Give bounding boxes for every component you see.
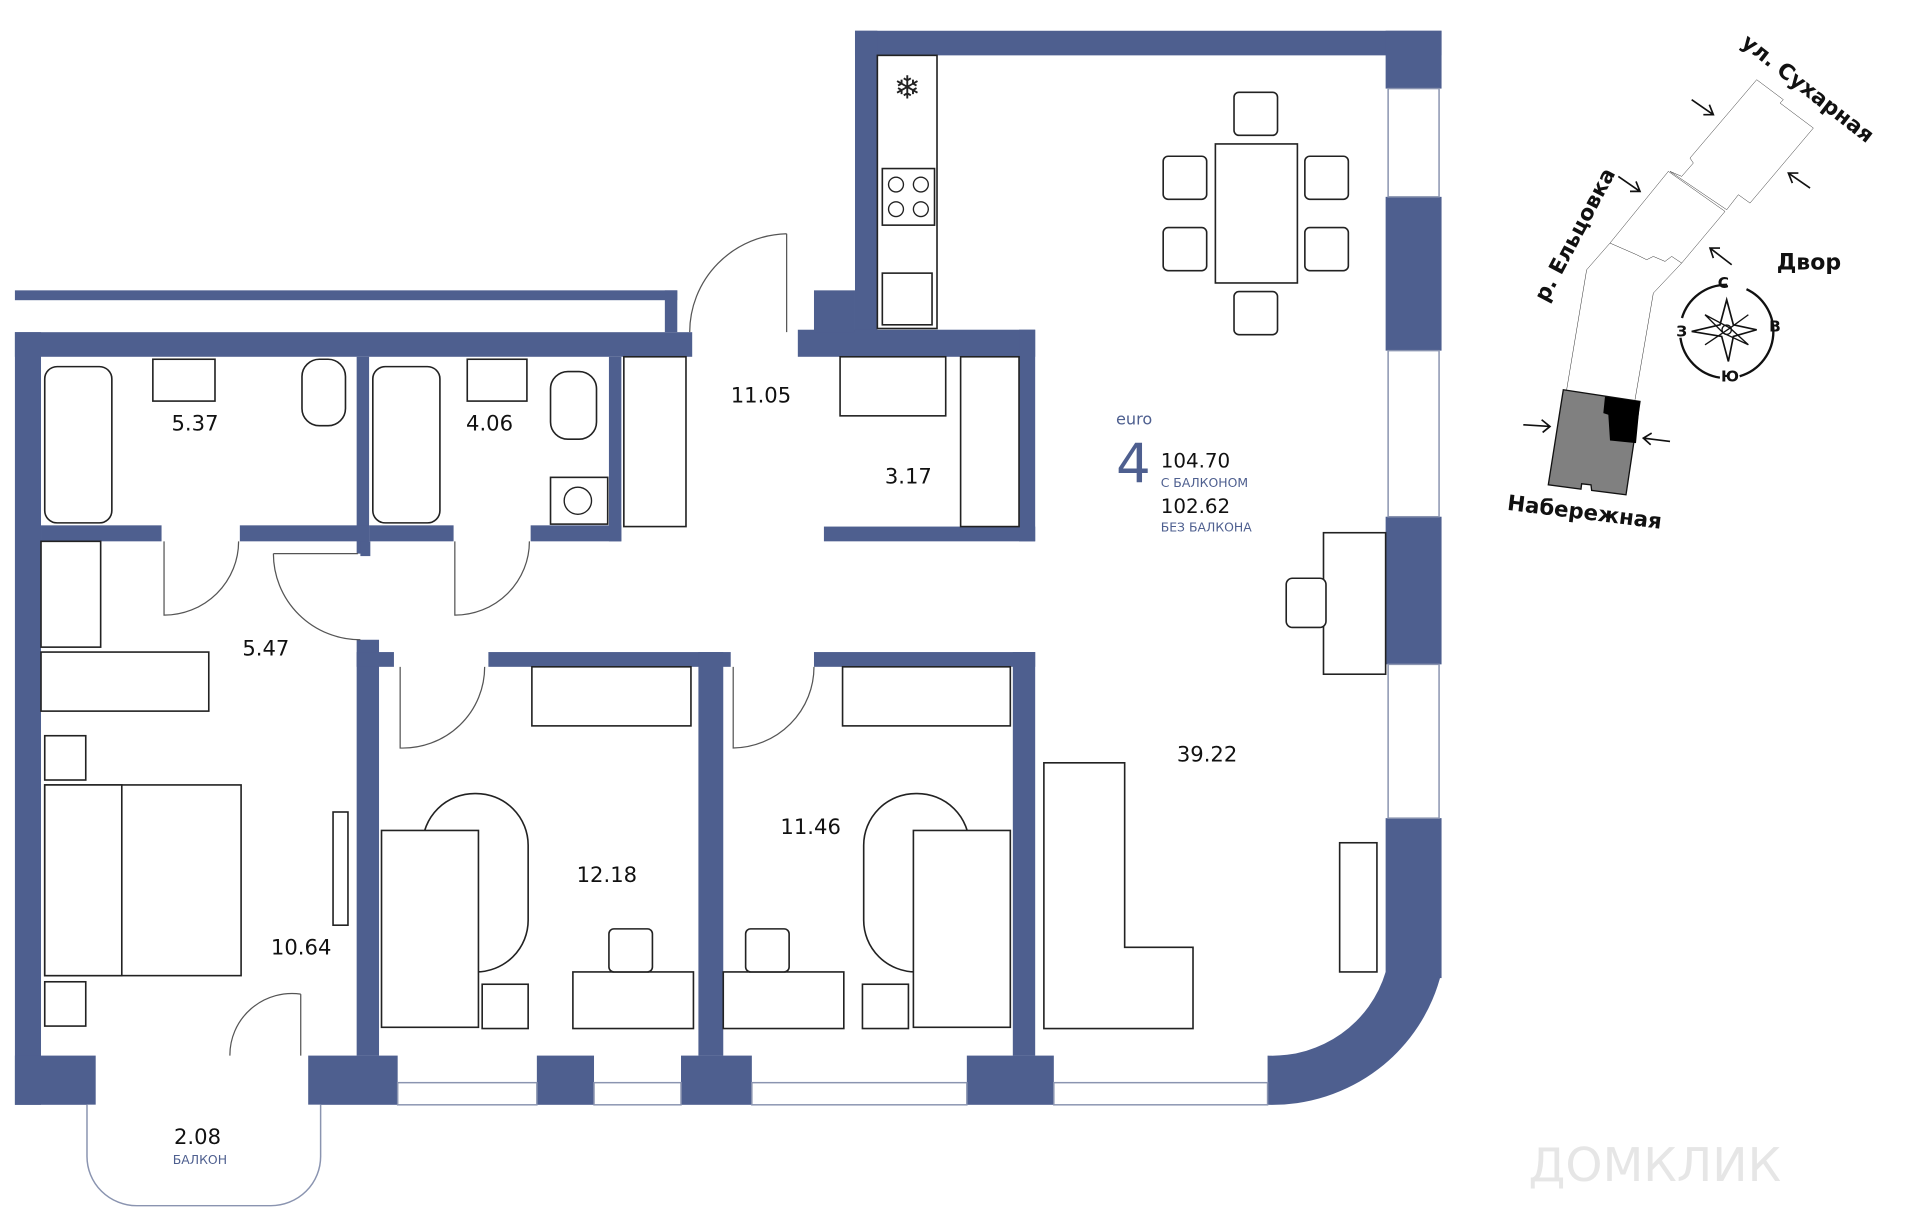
entrance-arrows (1523, 99, 1811, 446)
watermark: ДОМКЛИК (1529, 1138, 1782, 1193)
compass-north: С (1718, 274, 1729, 292)
apartment-highlight (1603, 396, 1640, 444)
desk-icon (1322, 531, 1387, 676)
desk-icon (572, 971, 695, 1030)
area-with-balcony-label: С БАЛКОНОМ (1161, 476, 1248, 490)
site-plan: С В З Ю Двор ул. Сухарная р. Ельцовка На… (1506, 30, 1879, 535)
doors (163, 233, 815, 1056)
room-area-storage: 3.17 (885, 464, 932, 489)
yard-label: Двор (1777, 251, 1841, 276)
room-area-living-kitchen: 39.22 (1177, 742, 1237, 767)
compass-east: В (1769, 317, 1781, 335)
tv-stand-icon (1338, 841, 1378, 973)
wardrobe-icon (959, 355, 1020, 528)
compass-west: З (1676, 322, 1687, 340)
room-area-bedroom-3: 11.46 (780, 814, 840, 839)
bathtub-icon (372, 365, 441, 524)
washing-machine-icon (549, 476, 609, 525)
area-without-balcony-label: БЕЗ БАЛКОНА (1161, 521, 1253, 535)
fridge-icon: ❄ (894, 69, 921, 107)
toilet-icon (301, 358, 347, 427)
bed-icon (912, 829, 1012, 1029)
wardrobe-icon (531, 666, 692, 727)
apartment-summary: euro 4 104.70 С БАЛКОНОМ 102.62 БЕЗ БАЛК… (1116, 410, 1252, 535)
embankment-label: Набережная (1506, 491, 1663, 535)
toilet-icon (549, 370, 598, 441)
dining-table-icon (1214, 143, 1299, 284)
compass-south: Ю (1721, 367, 1739, 385)
chair-icon (608, 928, 654, 973)
balcony (86, 1104, 322, 1207)
room-count: 4 (1116, 433, 1151, 496)
walls (14, 30, 1442, 1105)
building-section-middle (1609, 171, 1726, 264)
balcony-label: БАЛКОН (173, 1153, 227, 1167)
sink-icon (152, 358, 216, 402)
area-without-balcony: 102.62 (1161, 495, 1231, 518)
desk-icon (722, 971, 845, 1030)
chair-icon (1285, 577, 1327, 629)
room-area-entrance: 11.05 (731, 382, 791, 407)
stove-icon (881, 167, 936, 226)
building-section-north (1669, 79, 1814, 211)
wardrobe-icon (40, 540, 102, 648)
sofa-icon (1043, 761, 1194, 1030)
building-section-south (1566, 242, 1682, 400)
chair-icon (744, 928, 790, 973)
nightstand-icon (481, 983, 529, 1030)
apartment-type: euro (1116, 410, 1152, 429)
wardrobe-icon (841, 666, 1012, 727)
wardrobe-icon (623, 355, 687, 528)
room-area-bathroom-1: 5.37 (171, 411, 218, 436)
bathtub-icon (43, 365, 113, 524)
street-label: ул. Сухарная (1736, 30, 1878, 149)
wardrobe-icon (839, 355, 947, 417)
bed-icon (380, 829, 480, 1029)
tv-icon (332, 811, 349, 926)
area-with-balcony: 104.70 (1161, 450, 1231, 473)
room-area-master-bedroom: 10.64 (271, 935, 331, 960)
river-label: р. Ельцовка (1530, 164, 1621, 306)
compass-icon: С В З Ю (1676, 274, 1781, 385)
room-area-bedroom-2: 12.18 (577, 862, 637, 887)
sink-icon (466, 358, 528, 402)
room-area-hall: 5.47 (242, 636, 289, 661)
room-area-bathroom-2: 4.06 (466, 411, 513, 436)
kitchen-sink-icon (881, 272, 933, 326)
room-labels: 5.37 4.06 11.05 3.17 5.47 10.64 12.18 11… (171, 382, 1237, 1166)
nightstand-icon (43, 734, 87, 781)
wardrobe-icon (40, 651, 210, 712)
windows (396, 87, 1440, 1106)
room-area-balcony: 2.08 (174, 1124, 221, 1149)
nightstand-icon (861, 983, 910, 1030)
furniture: ❄ (40, 54, 1387, 1030)
nightstand-icon (43, 980, 87, 1027)
